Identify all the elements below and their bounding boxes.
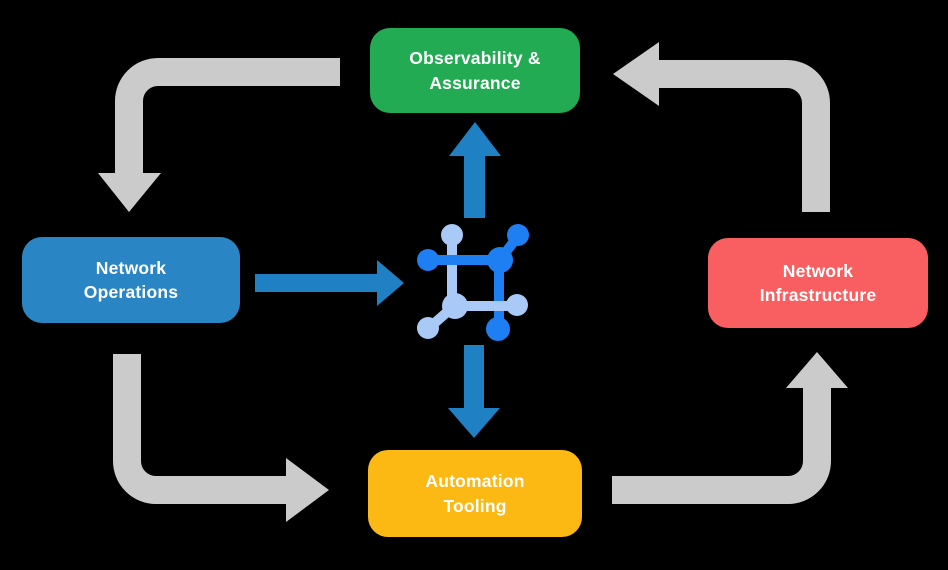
arrow-automation-to-infrastructure — [612, 352, 848, 504]
node-infrastructure-label: Network Infrastructure — [759, 260, 877, 305]
network-mesh-icon — [417, 224, 529, 341]
arrow-infrastructure-to-observability — [613, 42, 830, 212]
arrow-center-to-observability — [449, 122, 501, 218]
node-network-infrastructure: Network Infrastructure — [708, 238, 928, 328]
node-observability-assurance: Observability & Assurance — [370, 28, 580, 113]
arrow-observability-to-operations — [98, 58, 340, 212]
node-automation-label: Automation Tooling — [425, 471, 525, 516]
node-operations-label: Network Operations — [83, 257, 179, 302]
arrow-center-to-automation — [448, 345, 500, 438]
arrow-operations-to-automation — [113, 354, 329, 522]
node-automation-tooling: Automation Tooling — [368, 450, 582, 537]
arrow-operations-to-center — [255, 260, 404, 306]
node-observability-label: Observability & Assurance — [409, 48, 541, 93]
node-network-operations: Network Operations — [22, 237, 240, 323]
